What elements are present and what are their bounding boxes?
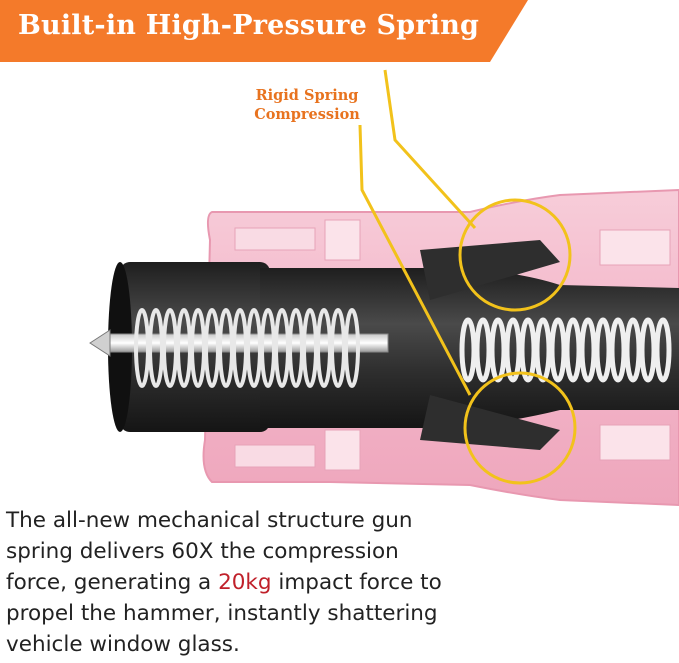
rear-spring-coil — [564, 317, 582, 383]
rear-spring-coil — [489, 317, 507, 383]
description-line-3: force, generating a 20kg impact force to — [6, 567, 674, 598]
callout-markers — [358, 69, 577, 485]
description-line-3b: impact force to — [271, 570, 442, 595]
rear-spring — [459, 317, 672, 383]
description-line-1: The all-new mechanical structure gun — [6, 508, 413, 533]
description-line-2: spring delivers 60X the compression — [6, 539, 399, 564]
callout-line-1: Rigid Spring — [255, 87, 359, 104]
rear-spring-coil — [594, 317, 612, 383]
rear-spring-coil — [504, 317, 522, 383]
callout-label: Rigid Spring Compression — [245, 86, 369, 124]
rear-spring-coil — [549, 317, 567, 383]
callout-line-2: Compression — [254, 106, 360, 123]
rear-spring-coil — [534, 317, 552, 383]
description-line-3a: force, generating a — [6, 570, 219, 595]
front-spring-coil — [344, 308, 360, 388]
rear-spring-coil — [654, 317, 672, 383]
description-text: The all-new mechanical structure gun spr… — [6, 505, 674, 660]
front-spring — [89, 308, 389, 388]
rear-spring-coil — [519, 317, 537, 383]
title-banner — [0, 0, 528, 62]
rear-spring-coil — [624, 317, 642, 383]
rear-spring-coil — [474, 317, 492, 383]
rear-spring-coil — [579, 317, 597, 383]
rear-spring-coil — [639, 317, 657, 383]
description-line-4: propel the hammer, instantly shattering — [6, 601, 438, 626]
rear-spring-coil — [459, 317, 477, 383]
description-line-5: vehicle window glass. — [6, 632, 240, 657]
highlight-force-value: 20kg — [218, 570, 272, 595]
banner-title: Built-in High-Pressure Spring — [18, 10, 480, 41]
rear-spring-coil — [609, 317, 627, 383]
